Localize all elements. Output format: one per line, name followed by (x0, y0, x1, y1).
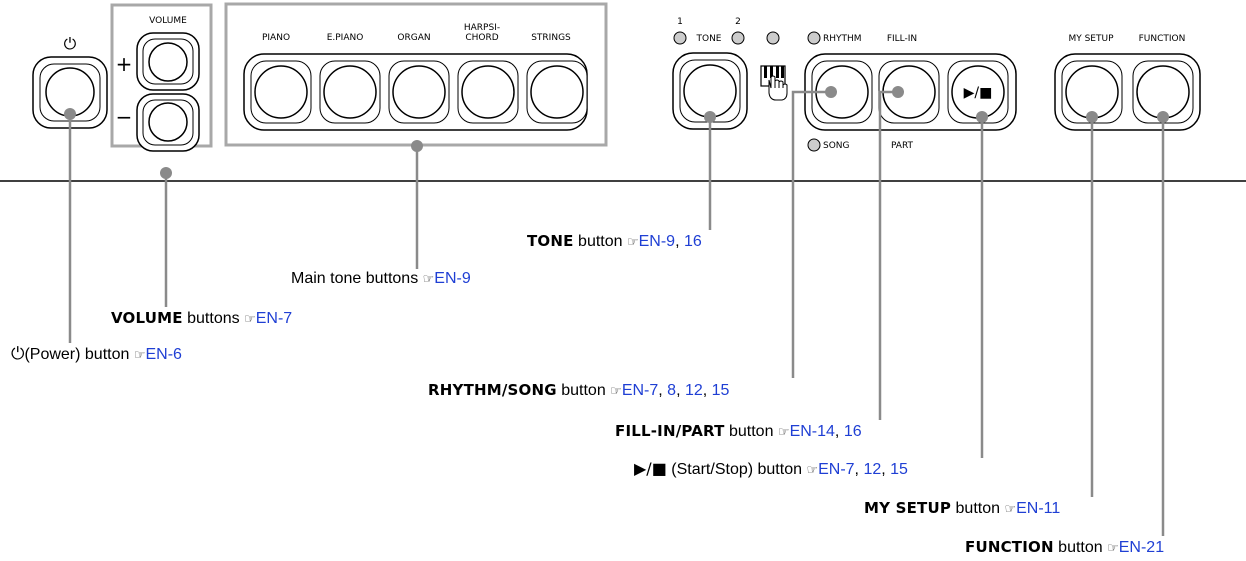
callout-rhythm-song: RHYTHM/SONG button ☞EN-7, 8, 12, 15 (428, 381, 730, 399)
callout-power: ⏻(Power) button ☞EN-6 (11, 344, 182, 364)
song-led (807, 138, 821, 152)
callout-start-stop: ▶/■ (Start/Stop) button ☞EN-7, 12, 15 (634, 459, 908, 478)
main-tone-button-group: PIANO E.PIANO ORGAN HARPSI- CHORD STRING… (224, 2, 608, 147)
tone-header-piano: PIANO (262, 33, 290, 43)
link-en14[interactable]: EN-14 (789, 423, 835, 440)
link-en7[interactable]: EN-7 (255, 310, 293, 327)
link-en7[interactable]: EN-7 (818, 461, 855, 478)
page-ref-icon: ☞ (626, 235, 639, 250)
mysetup-label: MY SETUP (1068, 34, 1114, 44)
function-button[interactable] (1136, 65, 1190, 119)
callout-mysetup: MY SETUP button ☞EN-11 (864, 499, 1061, 517)
tone-led-2 (731, 31, 745, 45)
tone-led-1 (673, 31, 687, 45)
page-ref-icon: ☞ (806, 463, 819, 478)
fillin-label: FILL-IN (887, 34, 917, 44)
tone-header-organ: ORGAN (397, 33, 430, 43)
volume-down-button[interactable] (148, 102, 188, 142)
tone-button[interactable] (683, 64, 737, 118)
page-ref-icon: ☞ (133, 348, 146, 363)
start-stop-icon: ▶/■ (964, 85, 993, 101)
link-12[interactable]: 12 (863, 461, 882, 478)
power-symbol-icon: ⏻ (11, 344, 25, 364)
strings-tone-button[interactable] (530, 65, 584, 119)
rhythm-group: RHYTHM FILL-IN SONG PART ▶/■ (804, 31, 1017, 152)
power-icon: ⏻ (64, 34, 77, 53)
link-en9[interactable]: EN-9 (434, 270, 471, 287)
link-16[interactable]: 16 (683, 233, 702, 250)
organ-tone-button[interactable] (392, 65, 446, 119)
tone-header-harpsi: HARPSI- (464, 23, 500, 33)
volume-plus-sign: + (116, 52, 133, 76)
link-16[interactable]: 16 (843, 423, 862, 440)
piano-tone-button[interactable] (254, 65, 308, 119)
callout-volume: VOLUME buttons ☞EN-7 (111, 309, 293, 327)
volume-up-button[interactable] (148, 42, 188, 82)
leader-lines (68, 90, 1165, 536)
tone-number-2: 2 (735, 17, 741, 27)
tone-button-group: 1 2 TONE (672, 17, 780, 130)
link-en11[interactable]: EN-11 (1016, 500, 1061, 517)
function-label: FUNCTION (1139, 34, 1186, 44)
link-12[interactable]: 12 (684, 382, 703, 399)
callout-tone: TONE button ☞EN-9, 16 (527, 232, 702, 250)
page-ref-icon: ☞ (422, 272, 435, 287)
tone-number-1: 1 (677, 17, 683, 27)
page-ref-icon: ☞ (777, 425, 790, 440)
mysetup-button[interactable] (1065, 65, 1119, 119)
volume-minus-sign: − (116, 105, 133, 129)
tone-header-strings: STRINGS (531, 33, 571, 43)
rhythm-led (807, 31, 821, 45)
link-en6[interactable]: EN-6 (145, 346, 182, 363)
page-ref-icon: ☞ (1107, 541, 1119, 556)
part-label: PART (891, 141, 914, 151)
callout-function: FUNCTION button ☞EN-21 (965, 538, 1165, 556)
tone-header-chord: CHORD (465, 33, 498, 43)
song-label: SONG (823, 141, 850, 151)
leader-rhythm (791, 90, 831, 378)
page-ref-icon: ☞ (244, 312, 256, 327)
leader-dots (64, 86, 1169, 179)
setup-function-group: MY SETUP FUNCTION (1054, 34, 1201, 131)
rhythm-label: RHYTHM (823, 34, 862, 44)
harpsichord-tone-button[interactable] (461, 65, 515, 119)
link-en9[interactable]: EN-9 (638, 233, 676, 250)
page-ref-icon: ☞ (1004, 502, 1017, 517)
page-ref-icon: ☞ (610, 384, 622, 399)
epiano-tone-button[interactable] (323, 65, 377, 119)
link-en21[interactable]: EN-21 (1118, 539, 1165, 556)
tone-header-epiano: E.PIANO (327, 33, 364, 43)
link-8[interactable]: 8 (667, 382, 677, 399)
keyboard-led (766, 31, 780, 45)
tone-label: TONE (695, 34, 721, 44)
volume-button-group: VOLUME + − (110, 3, 213, 152)
callout-main-tone: Main tone buttons ☞EN-9 (291, 270, 471, 287)
link-15[interactable]: 15 (890, 461, 908, 478)
link-en7[interactable]: EN-7 (621, 382, 659, 399)
power-button-group: ⏻ (32, 34, 108, 129)
link-15[interactable]: 15 (711, 382, 730, 399)
callout-fillin-part: FILL-IN/PART button ☞EN-14, 16 (615, 422, 862, 440)
volume-header: VOLUME (149, 16, 187, 26)
start-stop-symbol-icon: ▶/■ (634, 459, 667, 478)
keyboard-hand-icon (760, 65, 788, 101)
